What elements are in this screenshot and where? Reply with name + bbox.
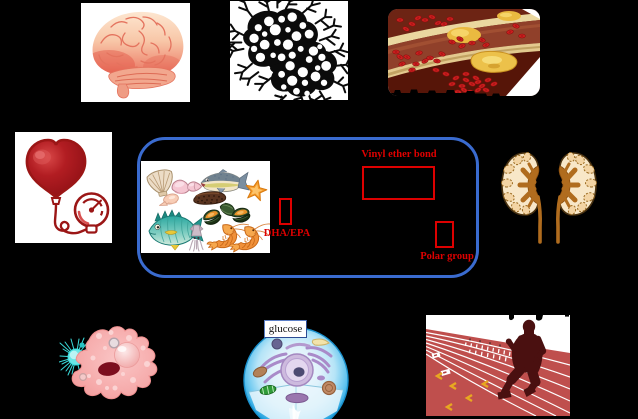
runner-image bbox=[426, 315, 570, 416]
polar-group-label: Polar group bbox=[420, 251, 474, 262]
small-snail-shell bbox=[159, 193, 179, 206]
vinyl-ether-bond-label: Vinyl ether bond bbox=[361, 149, 437, 160]
heart-gauge-icon bbox=[25, 138, 110, 235]
seafood-icon bbox=[146, 169, 270, 253]
cell-image bbox=[241, 326, 351, 419]
sea-cucumber bbox=[193, 191, 227, 205]
polar-group-highlight-rect bbox=[435, 221, 454, 248]
brain-icon bbox=[92, 11, 184, 99]
brain-image bbox=[81, 3, 190, 102]
nerve-cells-icon bbox=[230, 1, 348, 100]
kidneys-image bbox=[494, 145, 604, 250]
glucose-label: glucose bbox=[264, 320, 307, 338]
immune-cell-image bbox=[59, 318, 169, 402]
scallop bbox=[146, 169, 173, 197]
dha-epa-highlight-rect bbox=[279, 198, 292, 225]
kidneys-icon bbox=[501, 151, 597, 244]
nerve-cells-image bbox=[230, 1, 348, 100]
seafood-image bbox=[141, 161, 270, 253]
runner-icon bbox=[426, 315, 570, 416]
starfish bbox=[245, 179, 268, 202]
immune-cell-icon bbox=[59, 326, 158, 400]
artery-icon bbox=[388, 9, 540, 96]
plasmalogen-structure-box bbox=[137, 137, 479, 278]
dha-epa-label: DHA/EPA bbox=[263, 228, 311, 239]
squid bbox=[188, 224, 204, 252]
conch-shell bbox=[171, 179, 202, 194]
shrimps bbox=[206, 223, 270, 253]
mussels bbox=[203, 202, 251, 225]
salmon-fish bbox=[200, 169, 250, 194]
heart-blood-pressure-image bbox=[15, 132, 112, 243]
cell-icon bbox=[243, 327, 349, 419]
runner-silhouette bbox=[497, 319, 547, 400]
vinyl-ether-bond-highlight-rect bbox=[362, 166, 435, 200]
artery-image bbox=[388, 9, 540, 96]
